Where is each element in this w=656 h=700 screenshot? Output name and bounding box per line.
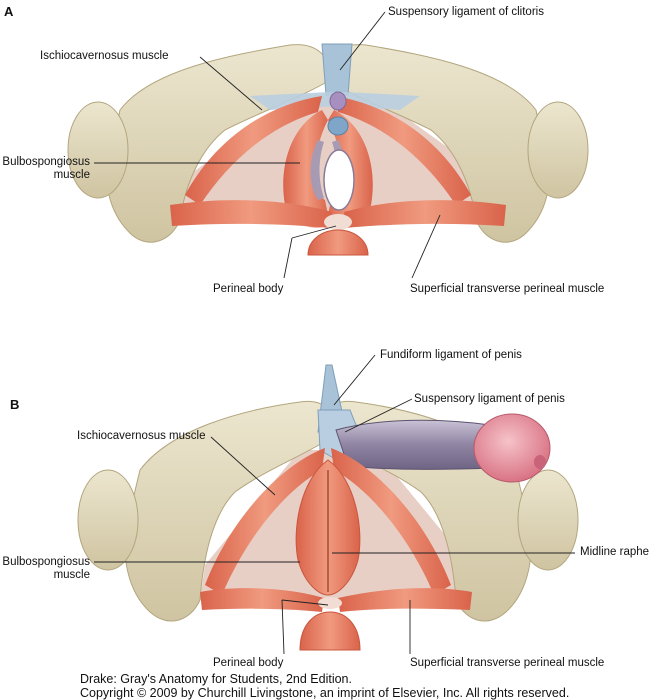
panel-b-illustration — [77, 364, 579, 651]
femur-left-a — [67, 101, 129, 199]
urethral-orifice — [327, 116, 349, 136]
pubic-bone-left-a — [106, 44, 331, 243]
pubic-bone-left-b — [124, 400, 336, 622]
panel-a-illustration — [67, 43, 589, 256]
superficial-transverse-right-b — [338, 588, 472, 612]
label-bulbospongiosus-b: Bulbospongiosus muscle — [0, 556, 90, 582]
label-suspensory-ligament-clitoris: Suspensory ligament of clitoris — [388, 6, 544, 18]
superficial-transverse-right-a — [344, 200, 506, 228]
ischiocavernosus-left-a — [185, 96, 322, 205]
label-bulbospongiosus-a-line1: Bulbospongiosus — [2, 156, 90, 168]
perineal-body-b — [318, 597, 342, 609]
ischiocavernosus-left-b — [205, 448, 325, 595]
anal-sphincter-a — [307, 229, 369, 256]
penis-shaft — [335, 419, 495, 470]
credit-line-1: Drake: Gray's Anatomy for Students, 2nd … — [80, 672, 352, 686]
vaginal-orifice — [323, 149, 355, 211]
perineal-body-a — [324, 214, 352, 230]
superficial-transverse-left-a — [170, 200, 332, 228]
femur-left-b — [77, 469, 139, 571]
label-bulbospongiosus-a: Bulbospongiosus muscle — [0, 156, 90, 182]
label-fundiform-ligament: Fundiform ligament of penis — [380, 349, 522, 361]
femur-right-a — [527, 101, 589, 199]
clitoris-glans — [329, 91, 347, 111]
panel-b-letter: B — [10, 397, 20, 412]
glans-penis — [473, 413, 551, 483]
label-perineal-body-a: Perineal body — [213, 283, 284, 295]
label-bulbospongiosus-a-line2: muscle — [53, 169, 90, 181]
label-ischiocavernosus-b: Ischiocavernosus muscle — [77, 430, 206, 442]
ischiocavernosus-right-a — [334, 96, 471, 205]
leader-lines — [94, 11, 575, 655]
label-superficial-transverse-b: Superficial transverse perineal muscle — [410, 657, 605, 669]
label-midline-raphe: Midline raphe — [580, 546, 650, 558]
label-bulbospongiosus-b-line2: muscle — [53, 569, 90, 581]
credit-line-2: Copyright © 2009 by Churchill Livingston… — [80, 686, 570, 700]
label-perineal-body-b: Perineal body — [213, 657, 284, 669]
superficial-transverse-left-b — [200, 588, 324, 612]
suspensory-ligament-clitoris — [321, 43, 353, 96]
anal-sphincter-b — [299, 611, 361, 651]
label-ischiocavernosus-a: Ischiocavernosus muscle — [40, 50, 169, 62]
panel-a-letter: A — [4, 4, 14, 19]
ischiocavernosus-right-b — [331, 448, 451, 595]
label-suspensory-ligament-penis: Suspensory ligament of penis — [414, 393, 565, 405]
label-superficial-transverse-a: Superficial transverse perineal muscle — [410, 283, 605, 295]
femur-right-b — [517, 469, 579, 571]
label-bulbospongiosus-b-line1: Bulbospongiosus — [2, 556, 90, 568]
